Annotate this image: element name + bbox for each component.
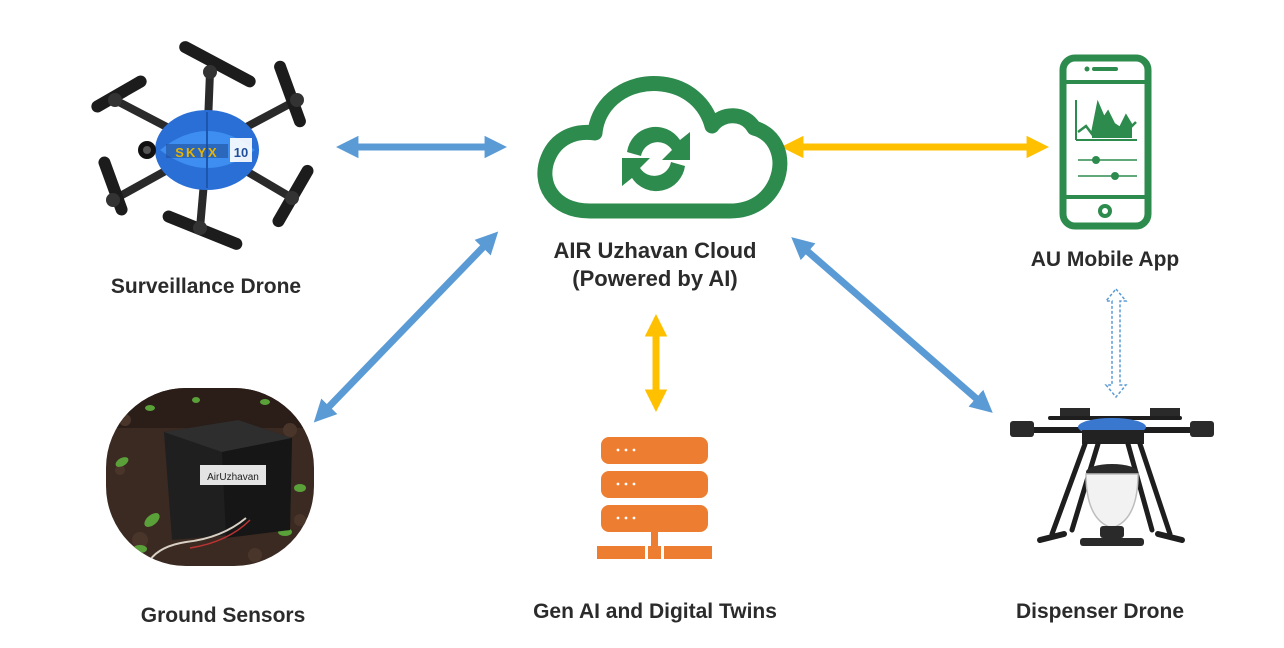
spray-drone-image (1010, 408, 1214, 546)
cloud-title-line1: AIR Uzhavan Cloud (553, 238, 757, 263)
sensor-device-text: AirUzhavan (207, 472, 259, 483)
soil-sensor-image: AirUzhavan (106, 388, 314, 566)
server-stack-icon (597, 437, 712, 559)
cloud-title-line2: (Powered by AI) (572, 266, 738, 291)
smartphone-chart-icon (1059, 54, 1152, 230)
dispenser-drone-label: Dispenser Drone (1015, 600, 1185, 623)
ground-sensors-label: Ground Sensors (140, 604, 306, 627)
link-cloud-dispenser (791, 237, 993, 413)
link-mobile-dispenser (1104, 287, 1128, 399)
gen-ai-label: Gen AI and Digital Twins (533, 600, 777, 623)
drone-model-text: 10 (234, 145, 248, 160)
surveillance-drone-label: Surveillance Drone (110, 275, 302, 298)
cloud-title: AIR Uzhavan Cloud (Powered by AI) (515, 237, 795, 293)
hexacopter-drone-image: SKYX 10 (91, 41, 314, 250)
mobile-app-label: AU Mobile App (1030, 248, 1180, 271)
link-sensors-cloud (313, 231, 499, 423)
cloud-sync-icon (537, 76, 788, 219)
drone-brand-text: SKYX (175, 145, 218, 160)
